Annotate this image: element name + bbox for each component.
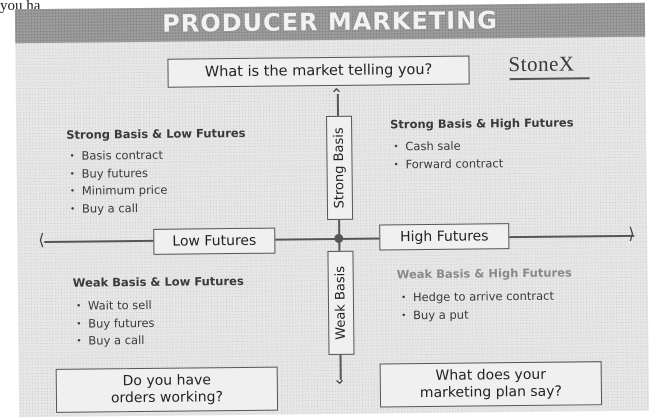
quadrant-top-right-list: Cash sale Forward contract bbox=[393, 137, 503, 173]
list-item: Buy futures bbox=[76, 314, 155, 332]
quadrant-bottom-right-title: Weak Basis & High Futures bbox=[396, 265, 572, 282]
list-item: Forward contract bbox=[393, 155, 503, 174]
weak-basis-label: Weak Basis bbox=[327, 250, 355, 356]
quadrant-top-left-list: Basis contract Buy futures Minimum price… bbox=[69, 147, 167, 218]
left-arrow-icon: ⟨ bbox=[38, 232, 45, 250]
list-item: Cash sale bbox=[393, 137, 503, 156]
origin-dot bbox=[334, 233, 344, 243]
quadrant-bottom-left-list: Wait to sell Buy futures Buy a call bbox=[76, 297, 155, 350]
list-item: Basis contract bbox=[69, 147, 167, 166]
list-item: Buy a call bbox=[76, 332, 155, 350]
weak-basis-text: Weak Basis bbox=[333, 265, 349, 340]
title-banner: PRODUCER MARKETING bbox=[14, 2, 646, 44]
list-item: Wait to sell bbox=[76, 297, 155, 315]
low-futures-label: Low Futures bbox=[153, 227, 276, 255]
banner-title: PRODUCER MARKETING bbox=[162, 6, 499, 38]
market-question-box: What is the market telling you? bbox=[167, 55, 470, 88]
quadrant-bottom-right-list: Hedge to arrive contract Buy a put bbox=[401, 288, 554, 325]
list-item: Hedge to arrive contract bbox=[401, 288, 554, 307]
list-item: Buy a call bbox=[70, 199, 168, 218]
orders-working-box: Do you have orders working? bbox=[55, 366, 279, 413]
quadrant-top-right-title: Strong Basis & High Futures bbox=[390, 115, 574, 132]
strong-basis-label: Strong Basis bbox=[326, 115, 354, 221]
strong-basis-text: Strong Basis bbox=[331, 127, 348, 209]
high-futures-label: High Futures bbox=[379, 223, 510, 251]
list-item: Minimum price bbox=[70, 182, 168, 201]
down-arrow-icon: ⌄ bbox=[332, 370, 347, 389]
marketing-plan-box: What does your marketing plan say? bbox=[379, 361, 603, 408]
quadrant-bottom-left-title: Weak Basis & Low Futures bbox=[72, 273, 244, 290]
brand-logo: StoneX bbox=[508, 51, 575, 77]
up-arrow-icon: ⌃ bbox=[329, 86, 344, 105]
quadrant-top-left-title: Strong Basis & Low Futures bbox=[66, 125, 246, 142]
producer-marketing-sheet: PRODUCER MARKETING What is the market te… bbox=[14, 2, 650, 418]
right-arrow-icon: ⟩ bbox=[628, 225, 635, 243]
plan-line-2: marketing plan say? bbox=[419, 383, 563, 402]
orders-line-2: orders working? bbox=[110, 389, 224, 407]
brand-underline bbox=[509, 77, 590, 80]
list-item: Buy futures bbox=[70, 164, 168, 183]
list-item: Buy a put bbox=[401, 305, 554, 324]
